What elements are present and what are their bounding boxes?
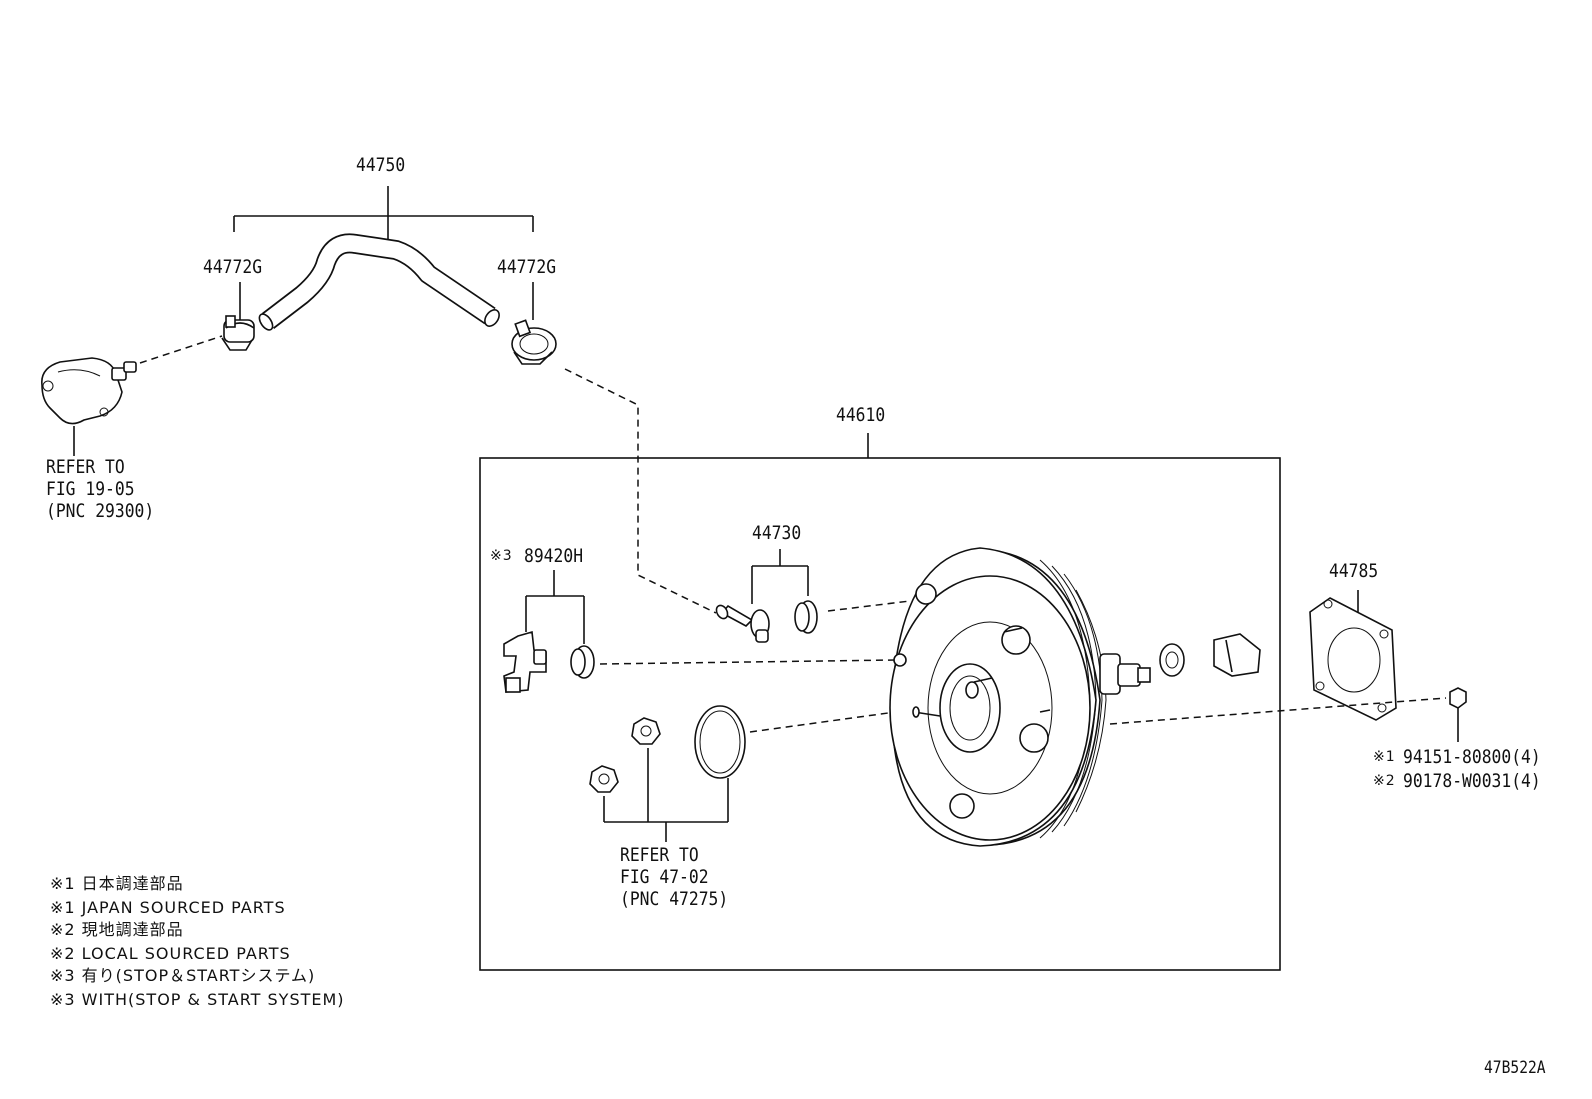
mc-ref-line1: REFER TO: [620, 844, 699, 866]
push-rod-clevis: [1213, 633, 1261, 677]
clip-left-label: 44772G: [203, 256, 263, 278]
nut1-callout: ※1 94151-80800(4): [1373, 748, 1541, 767]
nut2-label: 90178-W0031(4): [1403, 770, 1541, 792]
sensor-bracket: [525, 570, 585, 644]
booster-assy-box: [479, 433, 1281, 971]
pump-ref-line2: FIG 19-05: [46, 478, 135, 500]
note-line: ※2 現地調達部品: [50, 920, 184, 939]
o-ring: [694, 705, 746, 779]
clevis-nut: [1159, 643, 1185, 677]
left-hose-clip: [221, 315, 255, 351]
sensor-dashline: [599, 659, 897, 665]
vacuum-sensor: [503, 630, 547, 693]
vacuum-hose: [258, 233, 500, 331]
mc-ref-line3: (PNC 47275): [620, 888, 729, 910]
nut2-callout: ※2 90178-W0031(4): [1373, 772, 1541, 791]
gasket-label: 44785: [1329, 560, 1379, 582]
sensor-grommet: [570, 645, 595, 679]
note-line: ※1 JAPAN SOURCED PARTS: [50, 898, 286, 917]
pump-hose-dashline: [139, 335, 223, 364]
mounting-nut: [1449, 687, 1467, 742]
check-valve-label: 44730: [752, 522, 802, 544]
note-line: ※3 WITH(STOP & START SYSTEM): [50, 990, 345, 1009]
sensor-mark: ※3: [490, 548, 513, 564]
figure-id: 47B522A: [1484, 1058, 1546, 1078]
sensor-callout: ※3 89420H: [490, 547, 583, 566]
note-line: ※2 LOCAL SOURCED PARTS: [50, 944, 291, 963]
right-hose-clip: [511, 319, 557, 365]
hose-assy-label: 44750: [356, 154, 406, 176]
hose-callout-bracket: [233, 186, 534, 320]
nut2-mark: ※2: [1373, 773, 1396, 789]
pump-ref-line1: REFER TO: [46, 456, 125, 478]
brake-booster: [889, 547, 1151, 847]
o-ring-dashline: [749, 709, 911, 733]
vacuum-pump: [41, 357, 137, 456]
grommet: [794, 600, 818, 634]
nut1-label: 94151-80800(4): [1403, 746, 1541, 768]
mc-nut-lower: [589, 765, 619, 793]
nut1-mark: ※1: [1373, 749, 1396, 765]
note-line: ※3 有り(STOP＆STARTシステム): [50, 966, 316, 985]
mc-reference-bracket: [603, 748, 729, 842]
booster-assy-label: 44610: [836, 404, 886, 426]
mc-nut-upper: [631, 717, 661, 745]
hose-valve-dashline: [564, 368, 717, 614]
check-valve-bracket: [751, 549, 809, 604]
check-valve: [715, 604, 770, 643]
gasket: [1309, 597, 1397, 721]
mc-ref-line2: FIG 47-02: [620, 866, 709, 888]
clip-right-label: 44772G: [497, 256, 557, 278]
sensor-label: 89420H: [524, 545, 584, 567]
grommet-dashline: [827, 600, 911, 612]
note-line: ※1 日本調達部品: [50, 874, 184, 893]
stud-dashline: [1109, 697, 1447, 725]
pump-ref-line3: (PNC 29300): [46, 500, 155, 522]
